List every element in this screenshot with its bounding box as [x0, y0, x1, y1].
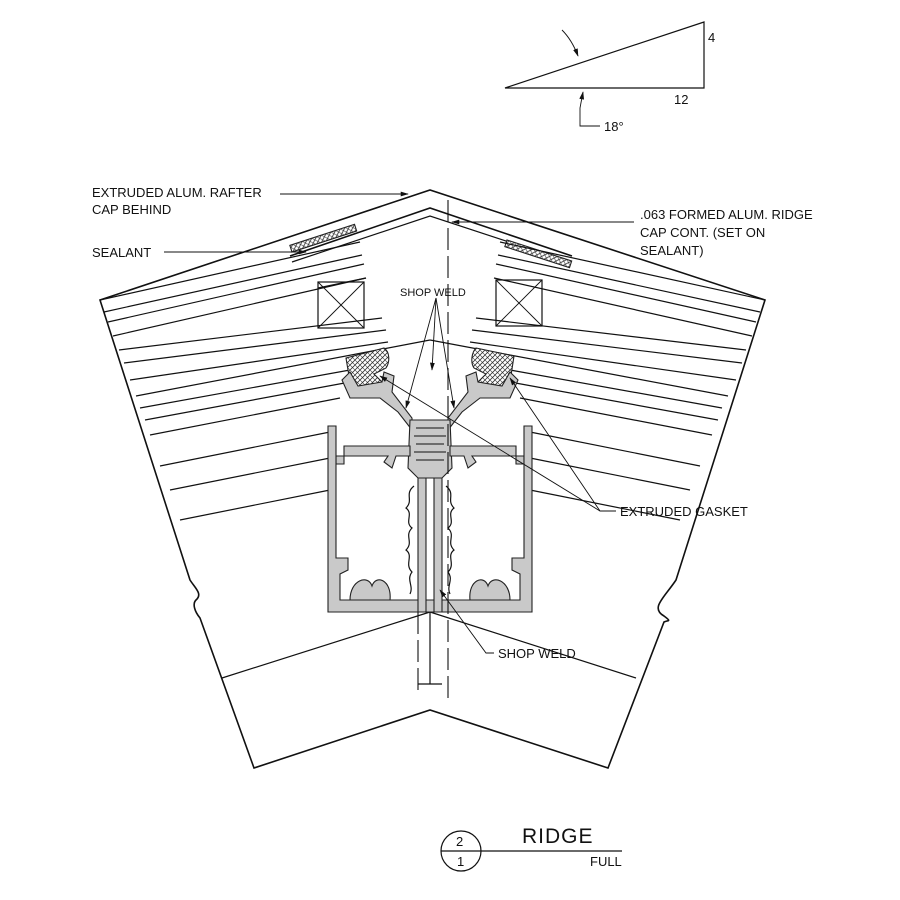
slope-triangle: [504, 21, 705, 89]
screw-boss: [407, 419, 453, 479]
callout-ridge-cap: .063 FORMED ALUM. RIDGE CAP CONT. (SET O…: [451, 207, 813, 258]
ridge-mullion: [327, 371, 533, 613]
rafter-body: [98, 189, 767, 770]
sealant-left: [289, 223, 358, 253]
right-spacer: [495, 279, 543, 327]
slope-run-label: 12: [674, 92, 688, 107]
extruded-gaskets: [345, 347, 515, 391]
callout-sealant: SEALANT: [92, 245, 307, 260]
sheet-number: 1: [457, 854, 464, 869]
shop-weld-top-label: SHOP WELD: [400, 287, 466, 299]
ridge-cap-line-2: CAP CONT. (SET ON: [640, 225, 765, 240]
cross-plate: [335, 445, 411, 469]
ridge-cap: [289, 207, 573, 257]
rafter-outline: [98, 189, 767, 770]
callout-shop-weld-bottom: SHOP WELD: [439, 589, 576, 661]
left-spacer: [317, 281, 365, 329]
extruded-gasket-label: EXTRUDED GASKET: [620, 504, 748, 519]
slope-angle-label: 18°: [604, 119, 624, 134]
ridge-cap-line-1: .063 FORMED ALUM. RIDGE: [640, 207, 813, 222]
callout-extruded-gasket: EXTRUDED GASKET: [379, 375, 748, 519]
shop-weld-bottom-label: SHOP WELD: [498, 646, 576, 661]
weld-bead: [405, 485, 415, 595]
mullion-arm-right: [447, 371, 519, 432]
detail-number: 2: [456, 834, 463, 849]
slope-indicator: 4 12 18°: [504, 21, 715, 134]
mullion-arm-left: [341, 371, 413, 432]
callout-rafter-cap: EXTRUDED ALUM. RAFTER CAP BEHIND: [92, 185, 409, 217]
title-block: 2 1 RIDGE FULL: [440, 825, 622, 872]
left-glazing: [99, 241, 431, 521]
slope-rise-label: 4: [708, 30, 715, 45]
detail-title: RIDGE: [522, 825, 594, 848]
detail-scale: FULL: [590, 854, 622, 869]
callout-shop-weld-top: SHOP WELD: [400, 287, 466, 299]
angle-arrow-bottom: [579, 91, 600, 127]
mullion-web: [417, 477, 427, 613]
sealant-label: SEALANT: [92, 245, 151, 260]
rafter-cap-line-1: EXTRUDED ALUM. RAFTER: [92, 185, 262, 200]
u-channel: [327, 425, 533, 613]
rafter-cap-line-2: CAP BEHIND: [92, 202, 171, 217]
ridge-cap-line-3: SEALANT): [640, 243, 704, 258]
angle-arrow-top: [561, 29, 579, 57]
